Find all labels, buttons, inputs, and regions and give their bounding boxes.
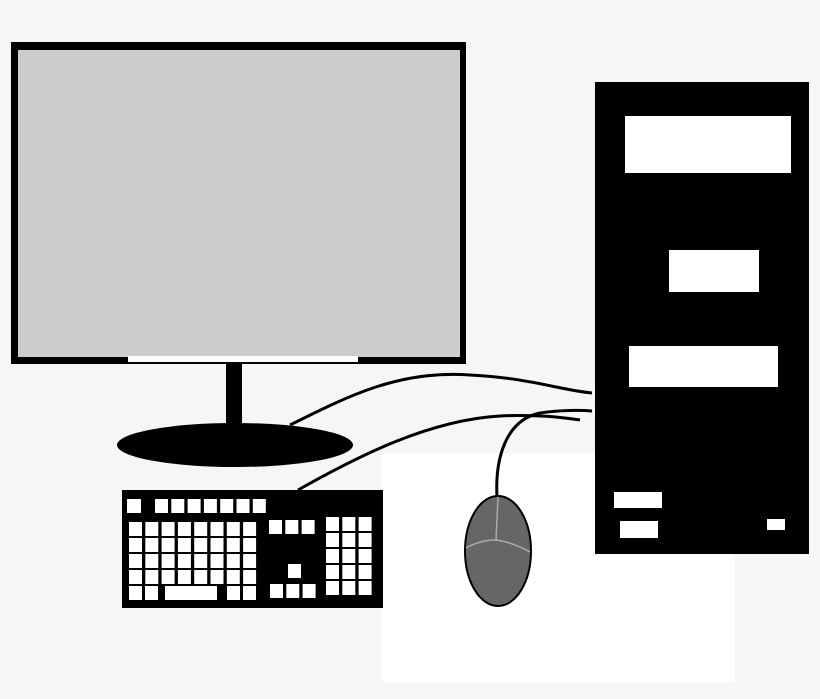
- key: [226, 554, 240, 568]
- key: [342, 517, 356, 531]
- key: [326, 549, 339, 563]
- key: [129, 538, 142, 552]
- key: [210, 522, 224, 536]
- keyboard-keys: [127, 499, 372, 600]
- key: [161, 570, 175, 584]
- key: [145, 554, 159, 568]
- monitor: [11, 42, 466, 467]
- key: [177, 538, 191, 552]
- monitor-neck: [226, 362, 242, 426]
- key: [288, 564, 301, 578]
- key: [161, 538, 175, 552]
- drive-bay-small: [669, 250, 759, 292]
- key: [326, 581, 339, 595]
- key: [270, 584, 283, 598]
- key: [243, 538, 257, 552]
- key: [301, 520, 315, 534]
- key: [342, 549, 356, 563]
- key: [177, 554, 191, 568]
- key: [129, 570, 142, 584]
- key: [203, 499, 217, 513]
- power-light: [767, 519, 785, 530]
- key: [194, 522, 208, 536]
- key: [210, 554, 224, 568]
- key: [194, 538, 208, 552]
- keyboard-cable: [297, 413, 581, 492]
- key: [326, 533, 339, 547]
- key: [302, 584, 316, 598]
- key: [252, 499, 266, 513]
- key: [358, 581, 372, 595]
- key: [326, 565, 339, 579]
- key: [210, 570, 224, 584]
- key: [286, 584, 300, 598]
- key: [342, 581, 356, 595]
- key: [326, 517, 339, 531]
- key: [227, 586, 240, 600]
- mouse-body: [464, 495, 532, 607]
- cables: [289, 372, 593, 498]
- key: [194, 554, 208, 568]
- key: [177, 522, 191, 536]
- key: [145, 570, 159, 584]
- key: [226, 570, 240, 584]
- key: [236, 499, 250, 513]
- key: [145, 538, 159, 552]
- mouse-button-divider: [465, 496, 531, 553]
- monitor-cable: [289, 372, 593, 427]
- key: [145, 522, 159, 536]
- key: [187, 499, 201, 513]
- optical-drive-bay: [625, 116, 791, 173]
- monitor-screen: [18, 50, 460, 357]
- key: [127, 499, 141, 513]
- front-port-2: [620, 521, 658, 538]
- key: [129, 522, 142, 536]
- key: [269, 520, 282, 534]
- key: [129, 554, 142, 568]
- key: [342, 533, 356, 547]
- key: [129, 586, 142, 600]
- mouse-cable: [495, 408, 593, 498]
- key: [285, 520, 299, 534]
- key: [145, 586, 158, 600]
- mouse: [464, 495, 532, 607]
- front-port-1: [614, 492, 662, 508]
- key: [220, 499, 234, 513]
- key: [358, 517, 372, 531]
- computer-tower: [595, 82, 809, 554]
- key: [194, 570, 208, 584]
- key: [161, 522, 175, 536]
- monitor-bottom-strip: [128, 356, 358, 362]
- monitor-base: [117, 423, 353, 467]
- key: [177, 570, 191, 584]
- key: [155, 499, 168, 513]
- key: [210, 538, 224, 552]
- key: [243, 586, 256, 600]
- key: [161, 554, 175, 568]
- key: [171, 499, 185, 513]
- key: [165, 586, 217, 600]
- key: [358, 565, 372, 579]
- key: [342, 565, 356, 579]
- key: [226, 538, 240, 552]
- keyboard: [122, 490, 383, 608]
- key: [243, 570, 257, 584]
- key: [226, 522, 240, 536]
- key: [358, 549, 372, 563]
- key: [243, 522, 257, 536]
- drive-bay-wide: [629, 346, 778, 387]
- key: [358, 533, 372, 547]
- key: [243, 554, 257, 568]
